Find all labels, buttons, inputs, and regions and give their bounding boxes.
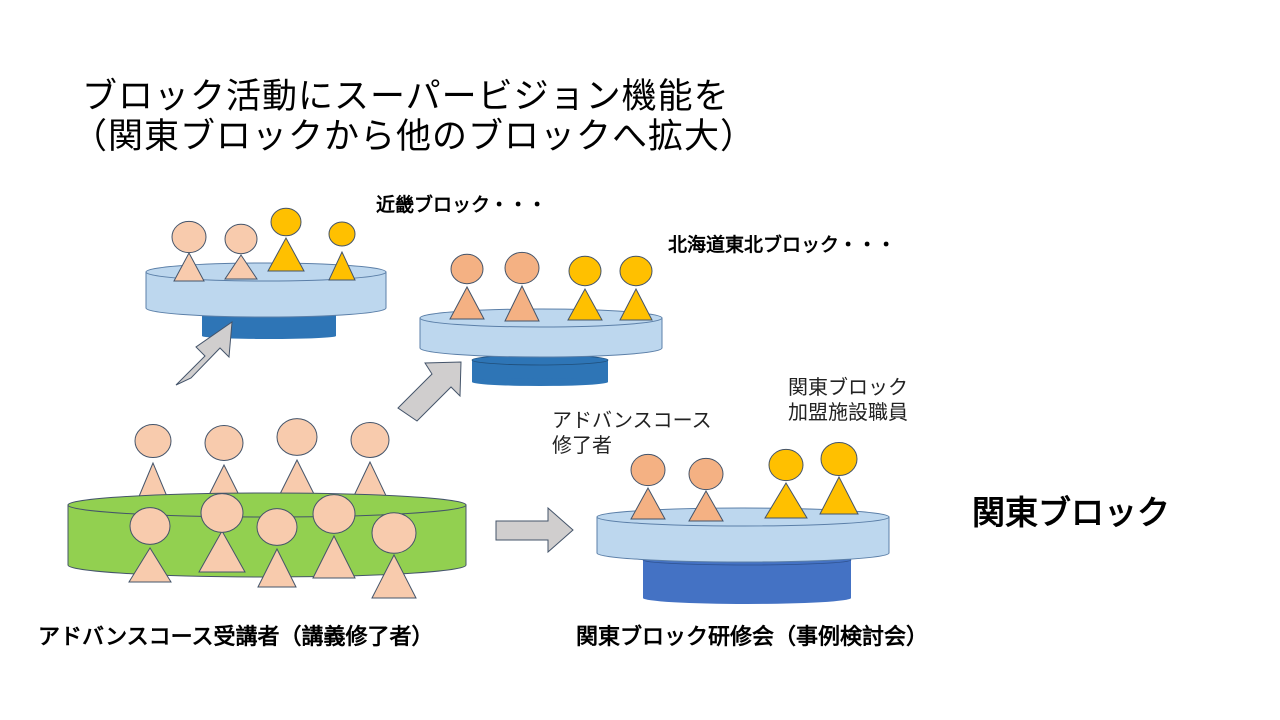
person-body: [371, 553, 417, 599]
kinki-people: [171, 207, 356, 282]
person-body: [198, 529, 246, 573]
trainee-person: [128, 507, 172, 583]
person-head: [768, 448, 804, 482]
person-body: [312, 534, 356, 579]
person-body: [449, 285, 485, 320]
person-body: [630, 486, 666, 520]
kanto-person: [688, 457, 724, 522]
person-head: [820, 441, 858, 477]
hokkaido-tohoku-people: [449, 251, 653, 322]
person-body: [819, 475, 859, 515]
arrow-to-kanto: [495, 506, 574, 554]
kanto-staff-line1: 関東ブロック: [788, 375, 908, 399]
person-body: [224, 254, 258, 280]
hokkaido-tohoku-person: [567, 255, 603, 321]
hokkaido-disc: [419, 317, 663, 358]
person-body: [567, 287, 603, 321]
kanto-base-bottom: [643, 592, 851, 604]
person-head: [276, 418, 318, 456]
person-body: [328, 250, 356, 281]
person-body: [688, 489, 724, 522]
hokkaido-tohoku-person: [619, 255, 653, 321]
advance-completed-line1: アドバンスコース: [552, 408, 712, 432]
kanto-people: [630, 441, 859, 522]
person-head: [568, 255, 602, 287]
person-head: [129, 507, 171, 545]
person-body: [173, 251, 205, 282]
arrow-to-hokkaido-tohoku: [397, 361, 462, 422]
kanto-platform: [596, 507, 890, 604]
hokkaido-tohoku-person: [449, 253, 485, 320]
person-head: [328, 221, 356, 247]
trainee-person: [204, 425, 244, 504]
advance-completed-line2: 修了者: [552, 433, 612, 457]
kinki-person: [328, 221, 356, 281]
person-head: [171, 220, 207, 254]
kinki-block-label: 近畿ブロック・・・: [376, 194, 547, 216]
person-head: [630, 453, 666, 487]
hokkaido-tohoku-person: [504, 251, 540, 322]
person-head: [688, 457, 724, 491]
kanto-person: [764, 448, 808, 519]
trainee-person: [134, 423, 172, 507]
person-head: [256, 508, 298, 546]
person-head: [270, 207, 302, 237]
person-head: [450, 253, 484, 285]
person-head: [504, 251, 540, 285]
kinki-disc: [145, 271, 387, 318]
kinki-base-bottom: [202, 333, 336, 339]
kinki-platform: [145, 262, 387, 339]
arrow-to-kinki: [175, 320, 233, 386]
person-body: [619, 287, 653, 321]
kanto-staff-line2: 加盟施設職員: [788, 400, 908, 424]
person-head: [312, 494, 356, 534]
advance-trainees-caption: アドバンスコース受講者（講義修了者）: [38, 625, 434, 650]
person-body: [257, 547, 297, 588]
trainee-person: [256, 508, 298, 588]
trainee-person: [371, 512, 417, 599]
kanto-block-label: 関東ブロック: [972, 493, 1170, 532]
trainee-person: [350, 422, 390, 503]
kinki-person: [171, 220, 207, 282]
hokkaido-base-bottom: [472, 378, 608, 386]
person-head: [200, 493, 244, 533]
slide-title-line1: ブロック活動にスーパービジョン機能を: [82, 77, 730, 117]
kanto-disc: [596, 516, 890, 563]
person-head: [204, 425, 244, 461]
person-body: [504, 284, 540, 322]
person-head: [134, 423, 172, 459]
hokkaido-base: [472, 360, 608, 382]
person-body: [128, 547, 172, 583]
kanto-staff-label: 関東ブロック 加盟施設職員: [788, 375, 908, 425]
kanto-disc-top: [596, 507, 890, 527]
kanto-person: [819, 441, 859, 515]
person-head: [224, 223, 258, 255]
person-body: [764, 482, 808, 519]
trainee-person: [276, 418, 318, 501]
trainees-front-row: [128, 493, 417, 599]
hokkaido-tohoku-block-label: 北海道東北ブロック・・・: [668, 234, 896, 256]
trainees-back-row: [134, 418, 390, 507]
kinki-person: [267, 207, 305, 272]
person-head: [619, 255, 653, 287]
trainee-person: [198, 493, 246, 573]
person-head: [350, 422, 390, 458]
kinki-person: [224, 223, 258, 280]
slide-title-line2: （関東ブロックから他のブロックへ拡大）: [72, 117, 757, 157]
person-head: [371, 512, 417, 554]
person-body: [267, 236, 305, 272]
trainee-person: [312, 494, 356, 579]
kanto-training-caption: 関東ブロック研修会（事例検討会）: [576, 625, 929, 650]
kinki-disc-top: [145, 262, 387, 282]
advance-completed-label: アドバンスコース 修了者: [552, 408, 712, 458]
kanto-person: [630, 453, 666, 520]
